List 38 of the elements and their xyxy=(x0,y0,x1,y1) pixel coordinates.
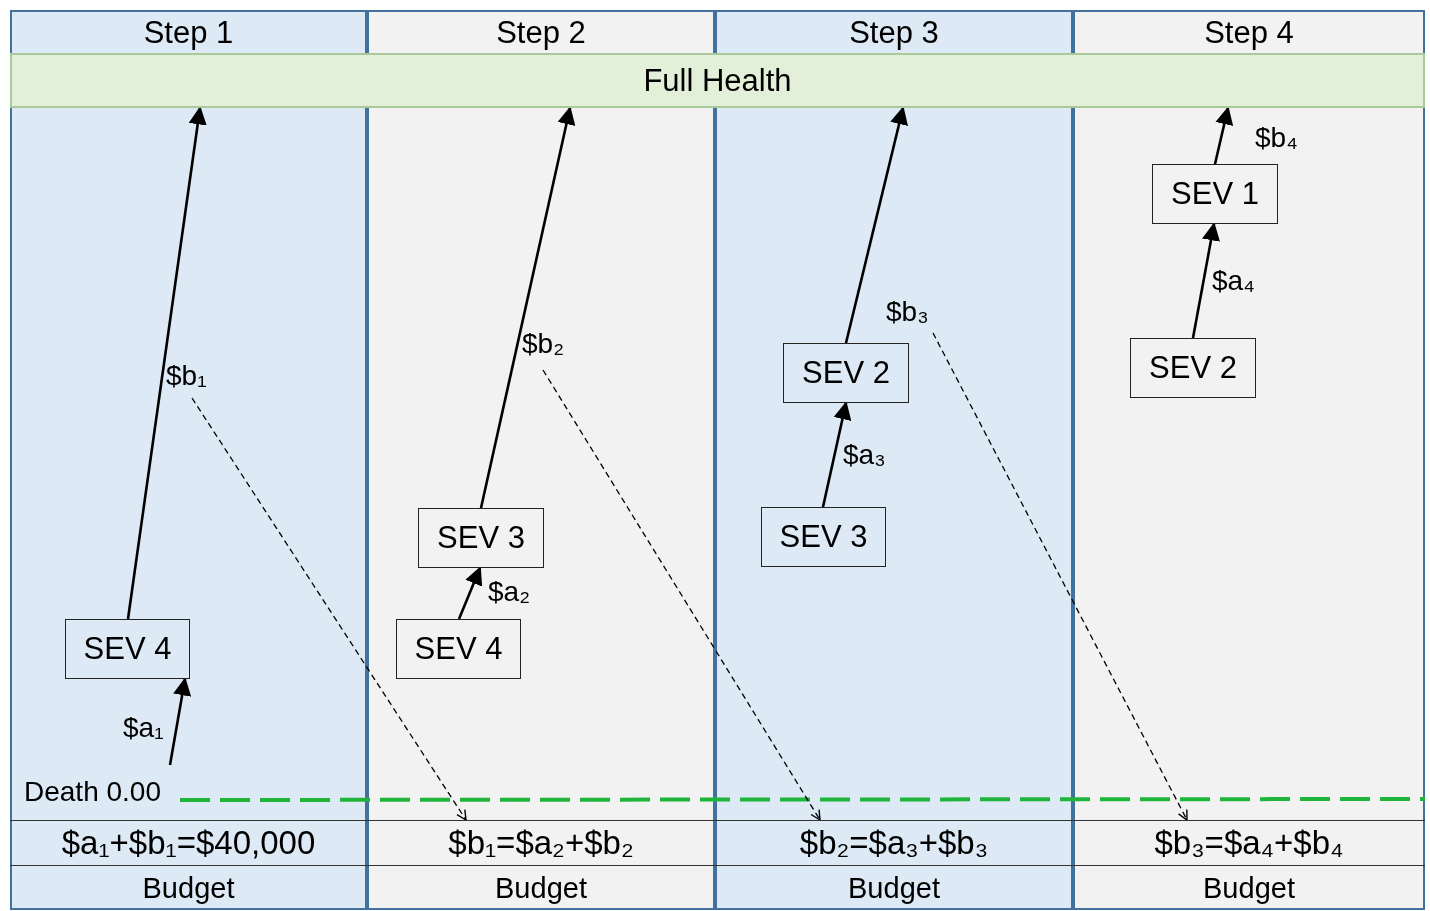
dashed-arrow xyxy=(542,369,821,821)
budget-equation: $b₁=$a₂+$b₂ xyxy=(367,820,715,866)
arrow xyxy=(479,106,576,509)
arrow xyxy=(821,401,852,508)
state-box: SEV 4 xyxy=(396,619,521,679)
state-band: Full Health xyxy=(10,53,1425,108)
state-box: SEV 3 xyxy=(418,508,544,568)
budget-heading: Budget xyxy=(367,866,715,910)
edge-label: $b₂ xyxy=(522,328,564,360)
budget-heading: Budget xyxy=(1073,866,1425,910)
edge-label: $b₃ xyxy=(886,296,929,328)
column-band xyxy=(10,10,367,910)
dashed-arrow xyxy=(932,332,1188,821)
budget-equation: $b₂=$a₃+$b₃ xyxy=(715,820,1073,866)
arrow xyxy=(1213,106,1234,165)
arrow xyxy=(168,677,192,766)
edge-label: $a₂ xyxy=(488,576,530,608)
edge-label: $b₄ xyxy=(1255,122,1298,154)
edge-label: $a₃ xyxy=(843,439,886,471)
state-box: SEV 3 xyxy=(761,507,886,567)
state-box: SEV 2 xyxy=(1130,338,1256,398)
state-box: SEV 2 xyxy=(783,343,909,403)
arrow xyxy=(844,106,908,344)
edge-label: $a₁ xyxy=(123,712,164,744)
budget-equation: $a₁+$b₁=$40,000 xyxy=(10,820,367,866)
budget-heading: Budget xyxy=(10,866,367,910)
state-box: SEV 4 xyxy=(65,619,190,679)
death-label: Death 0.00 xyxy=(24,776,161,808)
arrow xyxy=(126,106,207,620)
budget-equation: $b₃=$a₄+$b₄ xyxy=(1073,820,1425,866)
state-box: SEV 1 xyxy=(1152,164,1278,224)
arrow xyxy=(457,566,483,620)
column-band xyxy=(1073,10,1425,910)
edge-label: $b₁ xyxy=(166,360,207,392)
budget-heading: Budget xyxy=(715,866,1073,910)
arrow xyxy=(1191,222,1220,339)
edge-label: $a₄ xyxy=(1212,265,1255,297)
dashed-arrow xyxy=(191,397,467,821)
